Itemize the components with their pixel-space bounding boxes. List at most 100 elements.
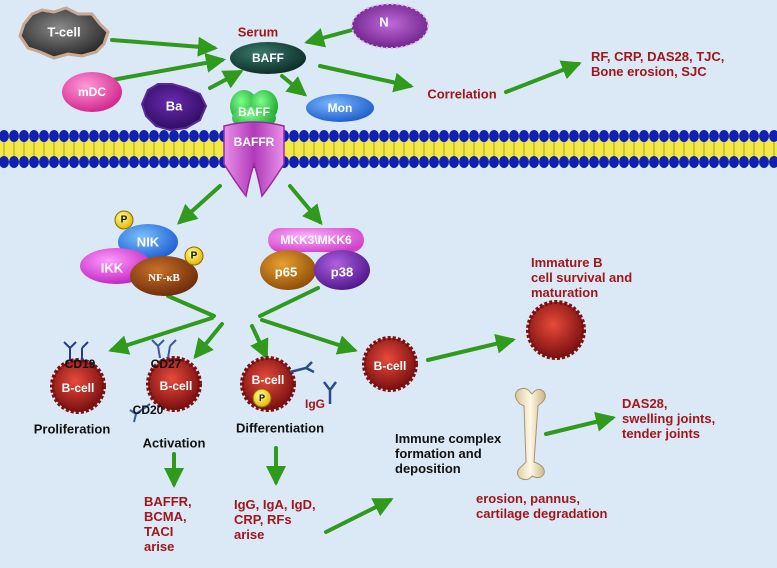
lipid-head: [529, 156, 539, 168]
lipid-head: [459, 156, 469, 168]
lipid-head: [699, 130, 709, 142]
lipid-head: [569, 156, 579, 168]
lipid-head: [339, 130, 349, 142]
correlation-label: Correlation: [427, 86, 497, 102]
cd19-label: CD19: [64, 357, 96, 371]
survival-label: Immature B cell survival and maturation: [531, 255, 633, 300]
lipid-head: [109, 130, 119, 142]
cd27-label: CD27: [150, 357, 182, 371]
cell-membrane: [0, 130, 777, 168]
lipid-head: [519, 156, 529, 168]
ikk-label: IKK: [100, 260, 124, 276]
lipid-head: [739, 130, 749, 142]
lipid-head: [149, 156, 159, 168]
lipid-head: [639, 130, 649, 142]
bcell-phospho-label: P: [258, 393, 266, 403]
lipid-head: [359, 156, 369, 168]
lipid-head: [299, 130, 309, 142]
bcell-activation-label: B-cell: [159, 379, 193, 393]
lipid-head: [429, 130, 439, 142]
nfkb-phospho-label: P: [190, 250, 198, 262]
activation-label: Activation: [142, 435, 206, 451]
nfkb-label: NF-κB: [148, 272, 180, 284]
p65-label: p65: [274, 264, 298, 280]
p65-icon: [260, 250, 316, 290]
lipid-head: [59, 130, 69, 142]
lipid-head: [559, 130, 569, 142]
monocyte-icon: [306, 94, 374, 122]
arrow-hub-to-activation: [193, 322, 224, 360]
lipid-head: [479, 130, 489, 142]
lipid-head: [139, 130, 149, 142]
lipid-head: [329, 156, 339, 168]
lipid-head: [29, 130, 39, 142]
lipid-head: [569, 130, 579, 142]
lipid-head: [59, 156, 69, 168]
arrow-n-to-baff: [304, 28, 354, 48]
receptors-arise-label: BAFFR, BCMA, TACI arise: [144, 494, 192, 554]
lipid-head: [619, 156, 629, 168]
n-label: N: [379, 14, 389, 30]
nfkb-icon: [130, 256, 198, 296]
lipid-head: [439, 130, 449, 142]
lipid-head: [159, 156, 169, 168]
lipid-head: [449, 156, 459, 168]
antibodies-arise-label: IgG, IgA, IgD, CRP, RFs arise: [234, 497, 316, 542]
lipid-head: [209, 130, 219, 142]
lipid-head: [379, 156, 389, 168]
lipid-head: [769, 130, 777, 142]
lipid-head: [489, 156, 499, 168]
igg-label: IgG: [305, 397, 325, 411]
phospho-nik-icon: [114, 210, 134, 230]
pathway-arrows: [108, 28, 616, 534]
lipid-head: [289, 130, 299, 142]
lipid-head: [169, 130, 179, 142]
lipid-head: [99, 156, 109, 168]
lipid-head: [439, 156, 449, 168]
proliferation-label: Proliferation: [33, 421, 111, 437]
lipid-head: [99, 130, 109, 142]
bcell-differentiation-icon: [240, 356, 337, 412]
lipid-head: [649, 156, 659, 168]
mkk-icon: [268, 228, 364, 252]
lipid-head: [589, 156, 599, 168]
mature-bcell-icon: [526, 300, 586, 360]
lipid-head: [359, 130, 369, 142]
neutrophil-icon: [351, 3, 429, 49]
lipid-head: [49, 130, 59, 142]
arrow-bcell-to-survival: [426, 333, 516, 362]
lipid-head: [719, 156, 729, 168]
correlation-targets: RF, CRP, DAS28, TJC, Bone erosion, SJC: [591, 49, 725, 79]
serum-baff-label: BAFF: [252, 51, 284, 65]
lipid-head: [609, 156, 619, 168]
nik-label: NIK: [136, 234, 160, 250]
lipid-head: [629, 130, 639, 142]
lipid-head: [599, 156, 609, 168]
immune-complex-label: Immune complex formation and deposition: [395, 431, 502, 476]
arrow-baff-to-mon: [280, 74, 308, 97]
lipid-head: [669, 130, 679, 142]
lipid-head: [89, 130, 99, 142]
connector-p38-to-hub: [258, 286, 320, 318]
lipid-head: [499, 130, 509, 142]
lipid-head: [459, 130, 469, 142]
lipid-head: [509, 156, 519, 168]
lipid-head: [309, 156, 319, 168]
arrow-receptor-to-mkk: [288, 184, 323, 226]
lipid-head: [389, 130, 399, 142]
lipid-head: [349, 130, 359, 142]
receptor-baffr-label: BAFFR: [233, 135, 275, 149]
connector-nfkb-to-hub: [166, 294, 216, 318]
serum-label: Serum: [237, 24, 279, 40]
lipid-head: [69, 156, 79, 168]
lipid-head: [109, 156, 119, 168]
mon-label: Mon: [327, 101, 353, 115]
lipid-head: [519, 130, 529, 142]
lipid-head: [149, 130, 159, 142]
lipid-head: [299, 156, 309, 168]
p38-icon: [314, 250, 370, 290]
arrow-hub-to-proliferation: [108, 316, 214, 355]
clinical-outcome-label: DAS28, swelling joints, tender joints: [622, 396, 716, 441]
lipid-head: [79, 130, 89, 142]
